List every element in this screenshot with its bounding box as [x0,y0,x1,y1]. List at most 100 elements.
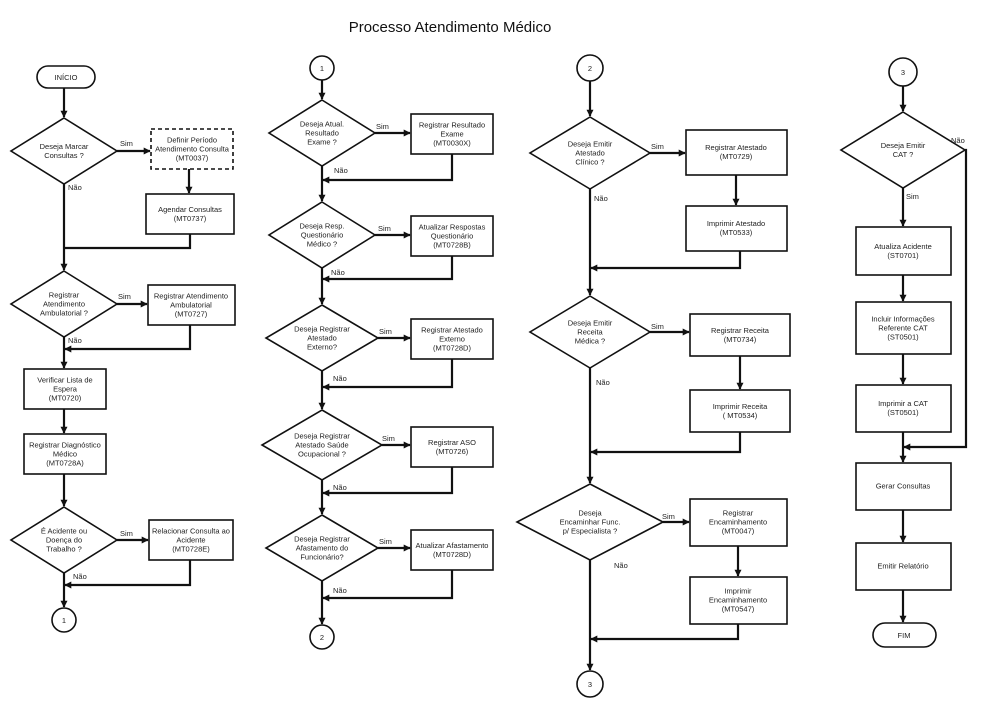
process-registrar-diagnostico [23,433,107,475]
label-sim: Sim [662,512,675,521]
shape-text-line: (MT0547) [722,605,755,614]
process-registrar-aso [410,426,494,468]
process-imprimir-cat-text: Imprimir a CAT(ST0501) [878,399,928,417]
shape-text-line: Registrar [723,509,754,518]
shape-text-line: Deseja [578,509,602,518]
start-terminal [36,65,96,89]
process-registrar-atestado [685,129,788,176]
label-nao: Não [68,183,82,192]
shape-text-line: (ST0501) [887,408,919,417]
shape-text-line: Consultas ? [44,151,84,160]
shape-text-line: Atestado [575,149,605,158]
end-label: FIM [898,631,911,640]
shape-text-line: (MT0728D) [433,344,471,353]
connector-1-end [51,607,77,633]
shape-text-line: Verificar Lista de [37,376,92,385]
label-nao: Não [951,136,965,145]
process-registrar-atestado-externo [410,318,494,360]
label-sim: Sim [118,292,131,301]
label-nao: Não [73,572,87,581]
process-registrar-resultado [410,113,494,155]
shape-text-line: Deseja Emitir [568,319,613,328]
shape-text-line: Relacionar Consulta ao [152,527,230,536]
shape-text-line: Encaminhar Func. [560,518,621,527]
shape-text-line: Ocupacional ? [298,450,346,459]
shape-text-line: Atendimento [43,300,85,309]
shape-text-line: (MT0726) [436,447,469,456]
shape-text-line: Registrar Atestado [705,143,767,152]
shape-text-line: Médica ? [575,337,605,346]
shape-text-line: (MT0720) [49,394,82,403]
process-agendar-consultas [145,193,235,235]
shape-text-line: Doença do [46,536,82,545]
shape-text-line: Receita [577,328,603,337]
label-sim: Sim [651,322,664,331]
shape-text-line: Acidente [176,536,205,545]
shape-text-line: Registrar Diagnóstico [29,441,101,450]
shape-text-line: Encaminhamento [709,518,767,527]
shape-text-line: (MT0728D) [433,550,471,559]
shape-text-line: Clínico ? [575,158,604,167]
shape-text-line: Atendimento Consulta [155,145,230,154]
label-sim: Sim [379,327,392,336]
shape-text-line: Externo? [307,343,337,352]
shape-text-line: Incluir Informações [871,315,935,324]
shape-text-line: Gerar Consultas [876,482,931,491]
process-emitir-relatorio-text: Emitir Relatório [877,562,928,571]
shape-text-line: p/ Especialista ? [563,527,618,536]
connector-2-start-label: 2 [588,64,592,73]
shape-text-line: Médico ? [307,240,337,249]
shape-text-line: Imprimir Receita [713,402,768,411]
shape-text-line: (ST0701) [887,251,919,260]
label-sim: Sim [378,224,391,233]
process-atualizar-afastamento-text: Atualizar Afastamento(MT0728D) [416,541,489,559]
end-terminal [872,622,937,648]
label-sim: Sim [379,537,392,546]
shape-text-line: Ambulatorial [170,301,212,310]
shape-text-line: (MT0734) [724,335,757,344]
shape-text-line: Deseja Resp. [299,222,344,231]
process-definir-periodo [150,128,234,170]
connector-1-end-label: 1 [62,616,66,625]
shape-text-line: Registrar [49,291,80,300]
shape-text-line: Exame ? [307,138,337,147]
process-registrar-atestado-text: Registrar Atestado(MT0729) [705,143,767,161]
label-nao: Não [333,483,347,492]
shape-text-line: É Acidente ou [41,527,87,536]
shape-text-line: Espera [53,385,78,394]
process-atualizar-respostas [410,215,494,257]
shape-text-line: Atualizar Respostas [419,223,486,232]
process-imprimir-atestado [685,205,788,252]
process-registrar-ambulatorial [147,284,236,326]
label-nao: Não [68,336,82,345]
shape-text-line: (MT0037) [176,154,209,163]
shape-text-line: Atualiza Acidente [874,242,932,251]
shape-text-line: (MT0728E) [172,545,210,554]
shape-text-line: Emitir Relatório [877,562,928,571]
process-agendar-consultas-text: Agendar Consultas(MT0737) [158,205,222,223]
label-sim: Sim [651,142,664,151]
process-atualiza-acidente-text: Atualiza Acidente(ST0701) [874,242,932,260]
process-imprimir-atestado-text: Imprimir Atestado(MT0533) [707,219,765,237]
shape-text-line: Médico [53,450,77,459]
diagram-title: Processo Atendimento Médico [349,19,552,36]
shape-text-line: Funcionário? [300,553,343,562]
